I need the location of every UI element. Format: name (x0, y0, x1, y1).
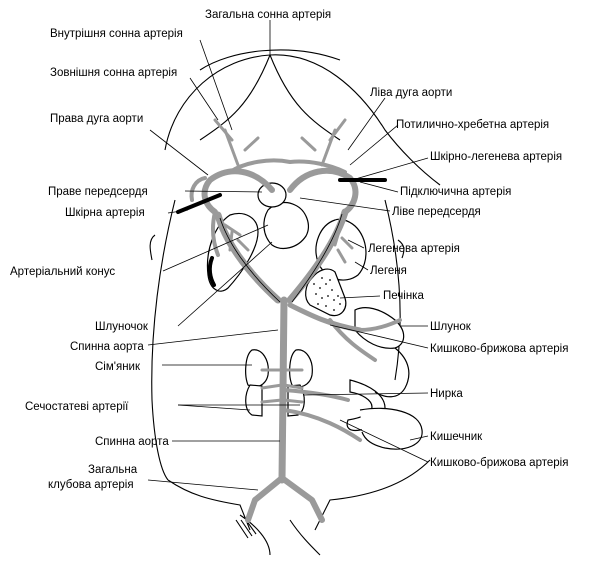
label-common-carotid: Загальна сонна артерія (205, 9, 331, 21)
intestine-loop-lower (359, 407, 423, 450)
label-dorsal-aorta-bottom: Спинна аорта (95, 436, 169, 448)
intestine-tube (374, 347, 410, 398)
label-pulmonary-artery: Легенева артерія (368, 243, 460, 255)
label-internal-carotid: Внутрішня сонна артерія (50, 28, 183, 40)
label-external-carotid: Зовнішня сонна артерія (50, 67, 177, 79)
label-mesenteric-top: Кишково-брижова артерія (430, 343, 568, 355)
right-atrium (257, 182, 287, 208)
label-conus: Артеріальний конус (10, 266, 115, 278)
right-kidney (245, 384, 263, 417)
label-iliac-line1: Загальна (88, 464, 138, 476)
label-testis: Сім'яник (95, 361, 141, 373)
label-subclavian: Підключична артерія (400, 186, 511, 198)
left-lung (315, 218, 367, 281)
leader-lines (147, 20, 429, 491)
liver (305, 268, 347, 317)
label-cutaneous: Шкірна артерія (65, 207, 145, 219)
label-iliac-line2: клубова артерія (48, 479, 134, 491)
label-mesenteric-bottom: Кишково-брижова артерія (430, 457, 568, 469)
liver-texture (313, 277, 341, 311)
label-right-atrium: Праве передсердя (48, 186, 148, 198)
label-dorsal-aorta-top: Спинна аорта (70, 341, 144, 353)
black-vessels (176, 178, 387, 287)
label-left-aortic-arch: Ліва дуга аорти (370, 87, 452, 99)
vessel-outlines (219, 213, 343, 303)
label-left-atrium: Ліве передсердя (392, 206, 481, 218)
right-testis (245, 349, 269, 388)
label-urogenital: Сечостатеві артерії (25, 401, 129, 413)
label-ventricle: Шлуночок (95, 321, 149, 333)
label-liver: Печінка (383, 290, 424, 302)
label-lung: Легеня (370, 265, 407, 277)
label-stomach: Шлунок (430, 321, 472, 333)
label-intestine: Кишечник (430, 431, 483, 443)
label-pulmocutaneous: Шкірно-легенева артерія (430, 151, 562, 163)
label-occipito-vertebral: Потилично-хребетна артерія (396, 119, 549, 131)
left-testis (289, 349, 313, 388)
ventricle (263, 201, 309, 249)
labels: Загальна сонна артерія Внутрішня сонна а… (10, 9, 568, 491)
label-kidney: Нирка (430, 388, 463, 400)
label-right-aortic-arch: Права дуга аорти (50, 113, 143, 125)
body-outline (149, 49, 441, 556)
